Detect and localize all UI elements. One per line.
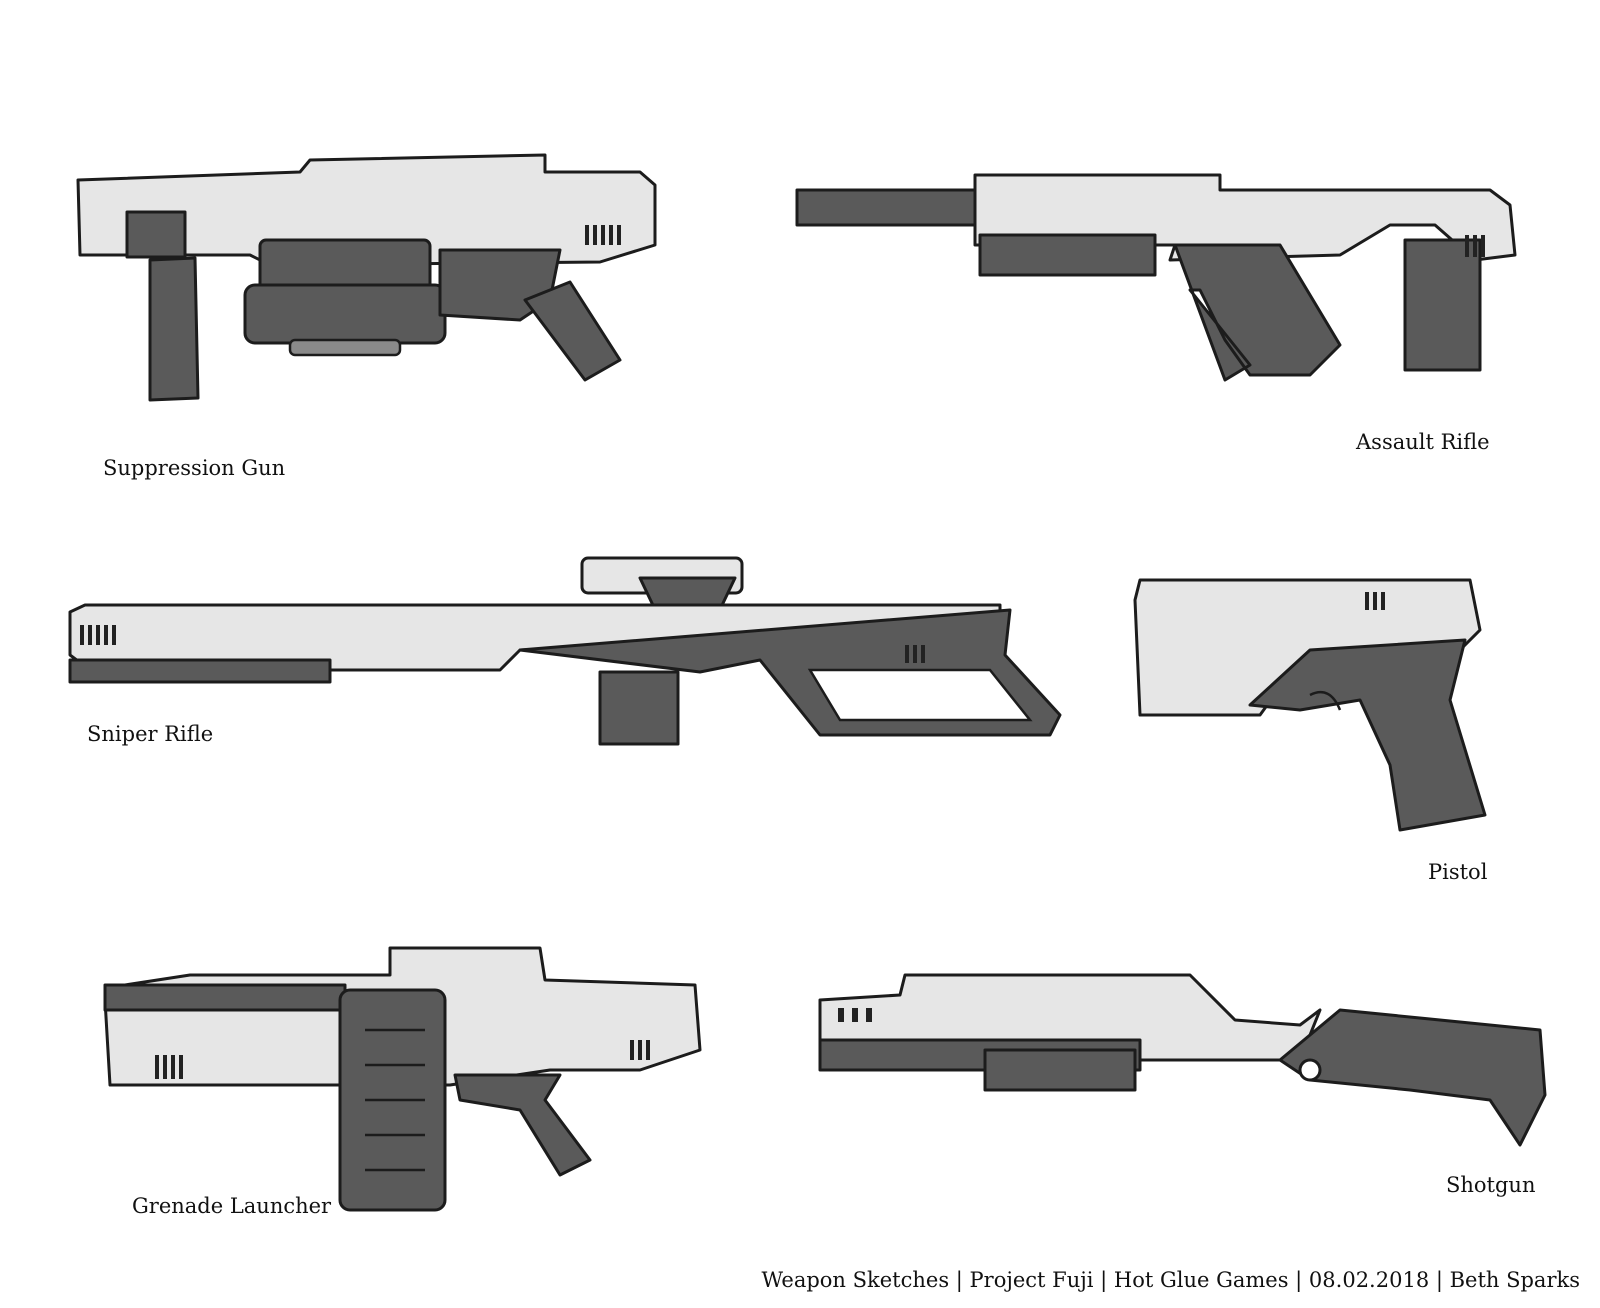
assault-rifle-label: Assault Rifle: [1356, 430, 1490, 454]
sniper-rifle-sketch: [68, 556, 1062, 746]
shotgun-sketch: [818, 973, 1547, 1147]
shotgun-label: Shotgun: [1446, 1173, 1536, 1197]
grenade-launcher-sketch: [103, 946, 702, 1212]
pistol-sketch: [1133, 578, 1487, 832]
suppression-gun-label: Suppression Gun: [103, 456, 286, 480]
suppression-gun-sketch: [76, 153, 657, 402]
sheet-footer-credits: Weapon Sketches | Project Fuji | Hot Glu…: [761, 1268, 1580, 1292]
pistol-label: Pistol: [1428, 860, 1488, 884]
grenade-launcher-label: Grenade Launcher: [132, 1194, 332, 1218]
assault-rifle-sketch: [795, 173, 1517, 382]
sniper-rifle-label: Sniper Rifle: [87, 722, 214, 746]
